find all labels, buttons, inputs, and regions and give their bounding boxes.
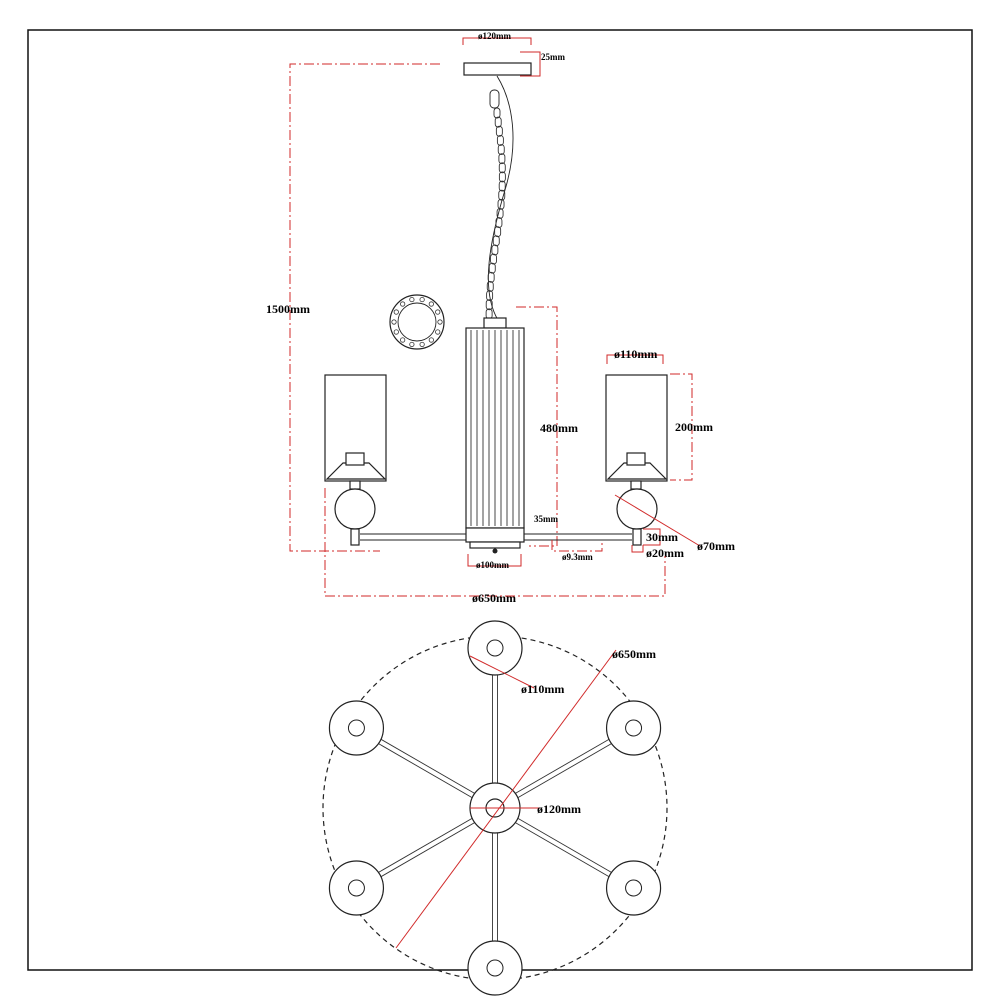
chain-link [491,244,499,256]
chain-link [486,290,494,302]
column-rods [470,330,520,526]
chain-link [498,180,506,192]
chain-link [497,198,505,210]
top-shade-inner [486,959,504,977]
shade-height-dim-line [670,373,693,481]
column-top-cap [483,317,507,329]
power-cable [487,75,514,321]
column-base-diameter-dim-line [467,554,522,567]
left-bulb-socket [345,452,365,466]
knuckle-diameter-label: ø20mm [646,546,684,560]
knuckle-height-dim-line [643,528,661,546]
top-view: ø650mm ø110mm ø120mm [322,620,668,996]
ceiling-canopy [463,62,532,76]
chain-link [492,235,500,247]
shade-height-label: 200mm [675,420,713,434]
canopy-height-label: 25mm [541,52,565,62]
chain-link [487,271,495,283]
column-height-label: 480mm [540,421,578,435]
right-bulb-socket [626,452,646,466]
top-overall-diameter-leader [395,649,617,949]
top-overall-diameter-label: ø650mm [612,647,656,661]
chain-link [486,281,494,292]
ring-bead [419,296,425,303]
top-shade-inner [347,879,365,897]
suspension-chain [485,107,506,329]
ring-bead [400,337,406,343]
top-shade-diameter-leader [469,655,535,689]
ring-bead [409,341,415,348]
side-view: ø120mm 25mm 1500mm 480mm 35mm [266,31,735,605]
ring-bead [409,296,415,303]
knuckle-height-label: 30mm [646,530,678,544]
overall-height-label: 1500mm [266,302,310,316]
top-shade-inner [347,719,365,737]
crystal-ring-inner [397,302,437,342]
chain-link [490,253,497,265]
chain-link [494,226,502,238]
top-shade-inner [486,639,504,657]
shade-diameter-label: ø110mm [614,347,657,361]
ring-bead [437,319,443,325]
chain-link [488,262,496,274]
overall-width-dim-line [324,488,666,597]
chain-link [493,107,501,119]
column-finial [492,548,498,554]
top-hub-diameter-label: ø120mm [537,802,581,816]
crystal-ring-beads [391,296,443,348]
left-knuckle [350,528,360,546]
chain-link [485,308,493,320]
right-glass-ball [616,488,658,530]
ring-bead [435,309,441,315]
left-glass-ball [334,488,376,530]
ring-bead [391,319,397,325]
ring-bead [393,309,399,315]
shade-diameter-dim-line [606,354,664,364]
chain-link [494,116,502,128]
canopy-diameter-dim-line [462,37,532,45]
canopy-diameter-label: ø120mm [478,31,511,41]
column-base-diameter-label: ø100mm [476,560,509,570]
top-shade-inner [625,719,643,737]
column-base-height-label: 35mm [534,514,558,524]
chain-link [496,207,504,219]
chain-hook [489,89,500,109]
chain-link [498,162,506,174]
right-knuckle [632,528,642,546]
ball-diameter-leader [614,494,701,547]
ball-diameter-label: ø70mm [697,539,735,553]
chain-link [496,134,504,146]
chain-link [495,125,503,137]
ring-bead [400,301,406,307]
top-shade-inner [625,879,643,897]
ring-bead [428,301,434,307]
overall-width-label: ø650mm [472,591,516,605]
arm-tube-diameter-label: ø9.3mm [562,552,593,562]
column-base-ring [465,527,525,543]
overall-height-dim-line [289,63,440,552]
left-socket-neck [349,480,361,490]
canopy-height-dim-line [520,51,541,77]
chain-link [498,171,506,183]
chain-link [497,144,505,155]
chain-link [485,299,493,311]
right-socket-neck [630,480,642,490]
ring-bead [419,341,425,348]
ring-bead [428,337,434,343]
top-shade-diameter-label: ø110mm [521,682,564,696]
chain-link [498,189,506,201]
chain-link [495,217,503,229]
knuckle-diameter-dim-line [631,545,644,553]
ring-bead [435,329,441,335]
chain-link [498,153,506,165]
column-height-dim-line [516,306,558,547]
ring-bead [393,329,399,335]
arm-tube-dim-line [551,540,603,552]
column-bottom-cap [469,541,521,549]
